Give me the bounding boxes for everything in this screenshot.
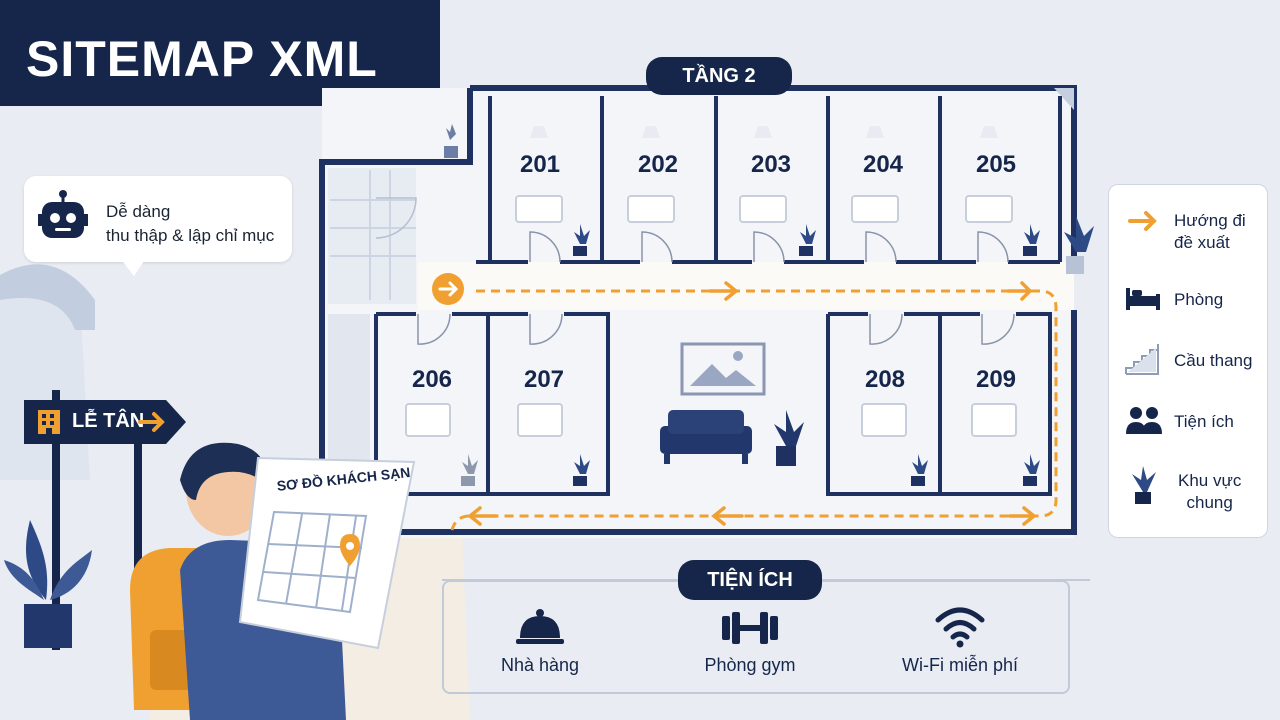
room-207-label: 207: [523, 366, 565, 393]
door-arcs: [375, 197, 1015, 345]
wifi-icon: [935, 607, 985, 648]
legend-common-line-2: chung: [1186, 493, 1233, 512]
legend-route-line-2: đề xuất: [1174, 233, 1230, 252]
bottom-rooms: [374, 312, 1052, 496]
top-rooms: [476, 96, 1062, 264]
callout-tail: [120, 258, 146, 276]
route-arrows: [467, 281, 1037, 526]
page-title: SITEMAP XML: [26, 31, 378, 87]
callout-line-2: thu thập & lập chỉ mục: [106, 226, 275, 245]
room-202-label: 202: [637, 151, 679, 178]
room-201-label: 201: [519, 151, 561, 178]
people-icon: [1126, 407, 1162, 434]
legend-route: Hướng đi đề xuất: [1174, 210, 1246, 254]
reception-signpost: [24, 390, 186, 650]
plant-left-icon: [4, 520, 92, 648]
room-plants: [444, 124, 1094, 486]
legend-room: Phòng: [1174, 290, 1224, 309]
legend-route-line-1: Hướng đi: [1174, 211, 1246, 230]
lounge: [660, 342, 766, 464]
restaurant-cloche-icon: [516, 609, 564, 644]
route-arrow-icon: [1128, 211, 1157, 231]
plant-icon: [1132, 466, 1156, 504]
beds: [405, 195, 1017, 437]
room-206-label: 206: [411, 366, 453, 393]
callout-line-1: Dễ dàng: [106, 202, 171, 221]
amenity-wifi-label: Wi-Fi miễn phí: [901, 655, 1018, 675]
crawler-callout-text: Dễ dàng thu thập & lập chỉ mục: [106, 200, 274, 248]
suggested-route: [450, 289, 1058, 531]
legend-amenity: Tiện ích: [1174, 412, 1234, 431]
legend-common-line-1: Khu vực: [1178, 471, 1242, 490]
legend-stairs: Cầu thang: [1174, 351, 1253, 370]
room-205-label: 205: [975, 151, 1017, 178]
room-208-label: 208: [864, 366, 906, 393]
room-203-label: 203: [750, 151, 792, 178]
stairs-icon: [1125, 344, 1159, 375]
building-icon: [38, 410, 60, 434]
legend-common-area: Khu vực chung: [1178, 470, 1241, 514]
route-start-icon: [432, 273, 464, 305]
amenity-restaurant-label: Nhà hàng: [500, 655, 580, 675]
room-204-label: 204: [862, 151, 904, 178]
sign-arrow-icon: [138, 412, 165, 432]
room-209-label: 209: [975, 366, 1017, 393]
gym-dumbbell-icon: [722, 612, 778, 644]
amenities-title: TIỆN ÍCH: [678, 560, 822, 600]
amenity-gym-label: Phòng gym: [704, 655, 796, 675]
robot-icon: [38, 190, 88, 238]
bed-icon: [1126, 288, 1160, 310]
hotel-map-sheet: [238, 456, 416, 650]
reception-sign-label: LỄ TÂN: [72, 410, 145, 432]
floor-label: TẦNG 2: [646, 57, 792, 95]
outer-wall: [319, 88, 1077, 535]
corridor: [418, 262, 1074, 310]
pillows: [530, 126, 998, 138]
